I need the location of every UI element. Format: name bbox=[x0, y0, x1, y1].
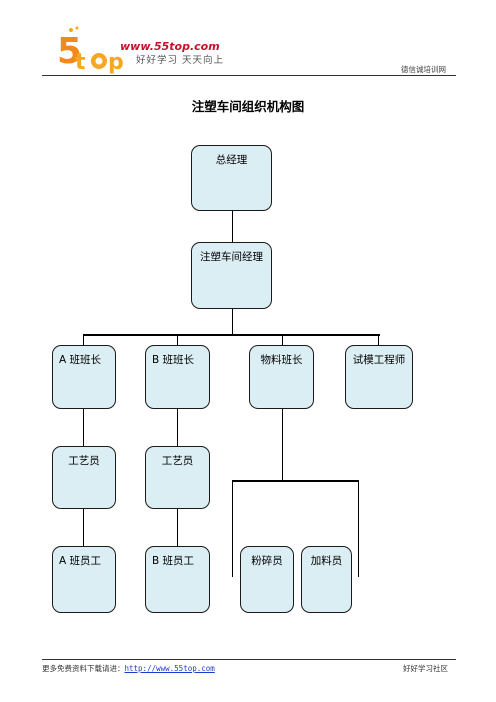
site-logo[interactable]: 5 t p bbox=[55, 25, 235, 75]
connector-manager-down bbox=[232, 309, 233, 334]
node-label: 粉碎员 bbox=[251, 555, 283, 567]
org-node-workshop-manager: 注塑车间经理 bbox=[191, 242, 272, 309]
node-label: B 班员工 bbox=[152, 555, 195, 567]
connector-to-crusher bbox=[232, 480, 233, 577]
connector-to-feeder bbox=[358, 480, 359, 577]
connector-level2-bar bbox=[83, 334, 380, 336]
site-name: 德信诚培训网 bbox=[401, 65, 446, 74]
org-node-team-b-leader: B 班班长 bbox=[145, 345, 210, 409]
node-label: A 班员工 bbox=[59, 555, 102, 567]
org-node-material-leader: 物料班长 bbox=[249, 345, 314, 409]
connector-to-team-b bbox=[177, 334, 178, 346]
org-node-feeder: 加料员 bbox=[301, 546, 352, 613]
connector-to-team-a bbox=[83, 334, 84, 346]
node-label: 加料员 bbox=[310, 555, 343, 567]
footer-divider bbox=[42, 659, 456, 660]
footer-download-note: 更多免费资料下载请进：http://www.55top.com bbox=[42, 663, 215, 674]
org-node-process-b: 工艺员 bbox=[145, 446, 210, 509]
connector-process-b-worker bbox=[177, 509, 178, 546]
node-label: 物料班长 bbox=[260, 354, 303, 366]
connector-material-down bbox=[282, 409, 283, 480]
svg-text:p: p bbox=[108, 50, 124, 75]
node-label: 试模工程师 bbox=[352, 354, 406, 366]
connector-team-b-process bbox=[177, 409, 178, 446]
footer-community: 好好学习社区 bbox=[403, 664, 448, 673]
logo-slogan: 好好学习 天天向上 bbox=[136, 55, 225, 66]
org-node-crusher: 粉碎员 bbox=[240, 546, 294, 613]
connector-to-material bbox=[282, 334, 283, 346]
svg-text:5: 5 bbox=[57, 31, 82, 72]
node-label: 工艺员 bbox=[161, 455, 194, 467]
connector-material-bar bbox=[232, 480, 359, 482]
page-title: 注塑车间组织机构图 bbox=[191, 99, 305, 114]
connector-process-a-worker bbox=[83, 509, 84, 546]
footer-link[interactable]: http://www.55top.com bbox=[124, 664, 215, 673]
svg-text:t: t bbox=[75, 50, 86, 75]
node-label: 工艺员 bbox=[68, 455, 100, 467]
footer-prefix: 更多免费资料下载请进： bbox=[42, 664, 125, 673]
logo-graphic: 5 t p bbox=[57, 26, 124, 75]
node-label: 注塑车间经理 bbox=[200, 251, 263, 263]
connector-team-a-process bbox=[83, 409, 84, 446]
connector-to-engineer bbox=[378, 334, 379, 346]
logo-url-text: www.55top.com bbox=[120, 40, 220, 53]
org-node-trial-engineer: 试模工程师 bbox=[345, 345, 413, 409]
org-node-worker-a: A 班员工 bbox=[52, 546, 116, 613]
org-node-worker-b: B 班员工 bbox=[145, 546, 210, 613]
org-node-process-a: 工艺员 bbox=[52, 446, 116, 509]
header-divider bbox=[42, 75, 456, 76]
node-label: 总经理 bbox=[215, 154, 248, 166]
org-node-team-a-leader: A 班班长 bbox=[52, 345, 116, 409]
node-label: B 班班长 bbox=[152, 354, 195, 366]
org-node-general-manager: 总经理 bbox=[191, 145, 272, 211]
node-label: A 班班长 bbox=[59, 354, 102, 366]
connector-gm-to-manager bbox=[232, 210, 233, 242]
